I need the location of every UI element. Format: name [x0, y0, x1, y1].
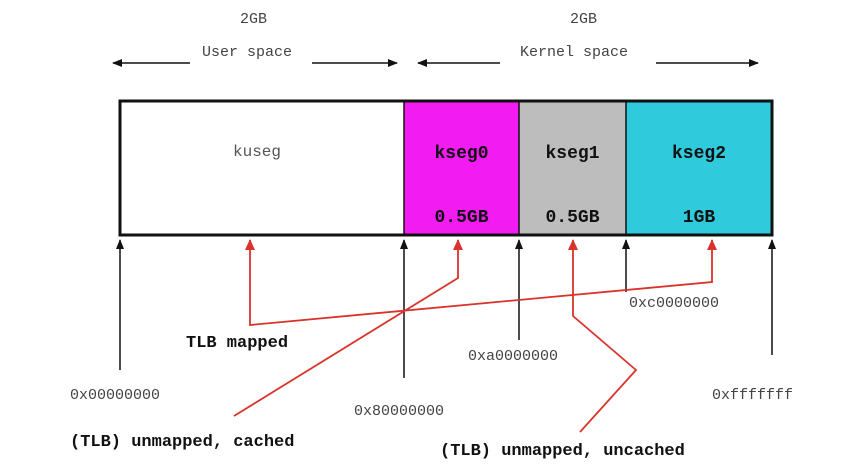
tlb-mapped-arrowhead-kuseg [245, 239, 255, 250]
address-0x00000000: 0x00000000 [70, 387, 161, 404]
kseg1-label: kseg1 [545, 144, 600, 164]
kseg1-segment [519, 101, 626, 235]
address-0xa0000000: 0xa0000000 [468, 348, 559, 365]
kseg0-segment [404, 101, 519, 235]
unmapped-uncached-arrowhead [568, 239, 578, 250]
memory-bar-outline [118, 99, 774, 237]
unmapped-uncached-annotation: (TLB) unmapped, uncached [440, 442, 685, 461]
tlb-mapped-annotation: TLB mapped [186, 334, 289, 353]
kuseg-segment [120, 101, 404, 235]
kseg2-size: 1GB [682, 208, 716, 228]
tlb-mapped-arrowhead-kseg2 [707, 239, 717, 250]
kseg2-label: kseg2 [671, 144, 726, 164]
tlb-mapped-connector [249, 240, 713, 326]
kseg0-label: kseg0 [434, 144, 489, 164]
kseg2-segment [626, 101, 772, 235]
address-0x80000000: 0x80000000 [354, 403, 445, 420]
unmapped-cached-arrowhead [453, 239, 463, 250]
kernel-space-label: Kernel space [520, 44, 629, 61]
kernel-space-size: 2GB [570, 11, 598, 28]
unmapped-cached-connector [233, 240, 459, 417]
kseg0-size: 0.5GB [434, 208, 489, 228]
user-space-label: User space [202, 44, 293, 61]
user-space-size: 2GB [240, 11, 268, 28]
kseg1-size: 0.5GB [545, 208, 600, 228]
unmapped-cached-annotation: (TLB) unmapped, cached [70, 433, 295, 452]
address-0xc0000000: 0xc0000000 [629, 295, 720, 312]
unmapped-uncached-connector [572, 240, 638, 433]
kuseg-label: kuseg [233, 143, 282, 161]
address-0xfffffff: 0xfffffff [712, 387, 794, 404]
